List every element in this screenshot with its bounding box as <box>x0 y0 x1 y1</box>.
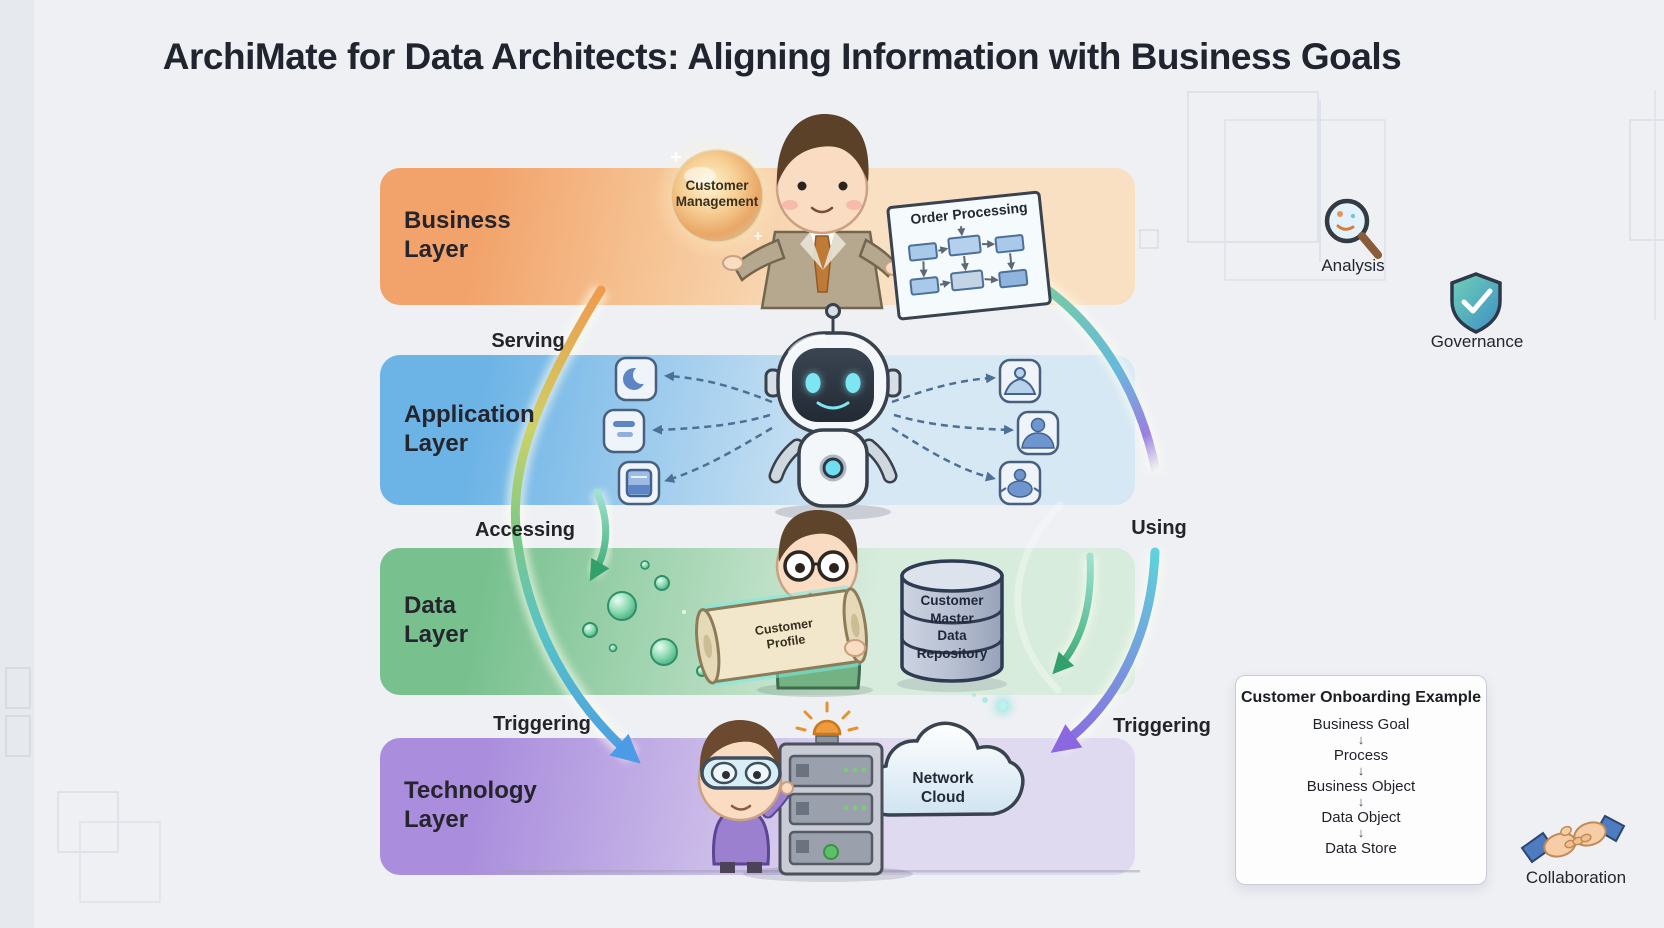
collaboration-handshake-icon <box>1520 814 1626 864</box>
customer-master-data-repository-db <box>897 559 1007 692</box>
relationship-label-triggering-right: Triggering <box>1113 715 1211 737</box>
application-component-icons-left <box>602 356 661 506</box>
example-step-data-object: Data Object <box>1321 809 1401 826</box>
relationship-label-using: Using <box>1131 517 1187 539</box>
customer-onboarding-example-box: Customer Onboarding Example Business Goa… <box>1235 675 1487 885</box>
relationship-label-triggering-left: Triggering <box>493 713 591 735</box>
example-step-business-goal: Business Goal <box>1312 716 1410 733</box>
steward-hand <box>844 639 866 657</box>
orb-label: Customer Management <box>675 178 759 210</box>
layer-label-data: Data Layer <box>404 592 469 648</box>
database-label: Customer Master Data Repository <box>916 593 988 661</box>
down-arrow-icon: ↓ <box>1357 732 1365 747</box>
page-title: ArchiMate for Data Architects: Aligning … <box>162 36 1402 77</box>
collaboration-label: Collaboration <box>1525 868 1627 887</box>
down-arrow-icon: ↓ <box>1357 794 1365 809</box>
governance-label: Governance <box>1430 332 1524 351</box>
relationship-label-serving: Serving <box>491 330 565 352</box>
analysis-magnifier-icon <box>1324 198 1382 259</box>
example-step-business-object: Business Object <box>1306 778 1416 795</box>
server-rack <box>743 701 913 882</box>
analysis-label: Analysis <box>1321 256 1385 275</box>
application-dashed-links <box>652 371 1014 483</box>
technician-figure <box>697 720 794 873</box>
application-actor-icons-right <box>998 358 1060 506</box>
business-architect-figure <box>722 114 904 310</box>
serving-to-triggering-left-arc <box>506 285 641 764</box>
down-arrow-icon: ↓ <box>1357 825 1365 840</box>
order-processing-document <box>886 190 1052 321</box>
right-arc-lower <box>1014 501 1164 753</box>
governance-shield-icon <box>1450 272 1502 334</box>
example-step-process: Process <box>1333 747 1389 764</box>
layer-label-business: Business Layer <box>404 207 511 263</box>
example-step-data-store: Data Store <box>1325 840 1397 857</box>
customer-management-orb <box>653 132 781 260</box>
assistant-robot <box>764 303 902 520</box>
using-arrow <box>1052 552 1097 675</box>
down-arrow-icon: ↓ <box>1357 763 1365 778</box>
cloud-label: Network Cloud <box>912 770 974 806</box>
layer-label-technology: Technology Layer <box>404 777 537 833</box>
accessing-arrow <box>588 488 613 582</box>
layer-label-application: Application Layer <box>404 401 535 457</box>
relationship-label-accessing: Accessing <box>474 519 576 541</box>
customer-profile-scroll <box>695 585 868 687</box>
example-box-title: Customer Onboarding Example <box>1240 689 1482 706</box>
